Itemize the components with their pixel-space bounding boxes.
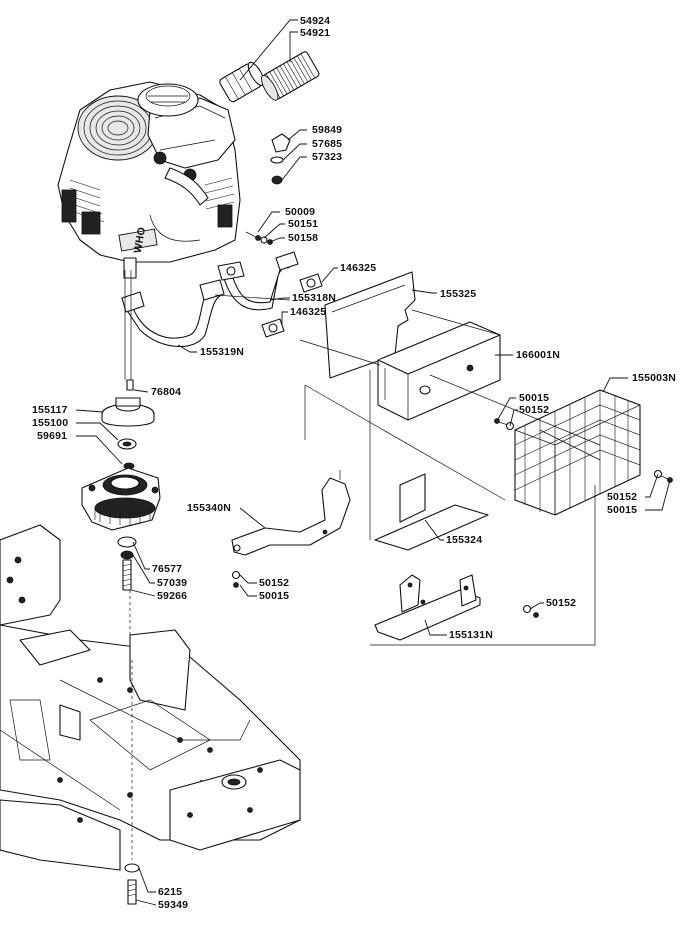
callout-59349: 59349	[158, 899, 188, 911]
callout-155117: 155117	[32, 404, 68, 416]
breather-fittings	[270, 133, 291, 185]
callout-54921: 54921	[300, 27, 330, 39]
callout-146325-lower: 146325	[290, 306, 326, 318]
callout-166001N: 166001N	[516, 349, 560, 361]
bottom-bolt-stack	[124, 863, 140, 905]
engine-assembly: WHO	[57, 81, 241, 279]
callout-155324: 155324	[446, 534, 482, 546]
callout-59849: 59849	[312, 124, 342, 136]
callout-54924: 54924	[300, 15, 330, 27]
air-filter-parts	[219, 51, 320, 103]
callout-155318N: 155318N	[292, 292, 336, 304]
callout-59691: 59691	[37, 430, 67, 442]
callout-155131N: 155131N	[449, 629, 493, 641]
exhaust-pipe-155318N	[217, 251, 299, 311]
engine-decal: WHO	[132, 226, 148, 254]
bracket-bolts-b	[522, 604, 539, 618]
callout-155340N: 155340N	[187, 502, 231, 514]
heat-shield-155325	[324, 271, 416, 379]
bracket-155340N	[231, 470, 351, 556]
callout-labels: 54924 54921 59849 57685 57323 50009 5015…	[32, 15, 676, 911]
callout-50158: 50158	[288, 232, 318, 244]
callout-146325-upper: 146325	[340, 262, 376, 274]
filter-element	[261, 51, 320, 101]
plate-155324	[374, 473, 489, 551]
callout-76804: 76804	[151, 386, 181, 398]
exhaust-pipe-155319N	[121, 279, 225, 347]
filter-sleeve	[219, 61, 265, 103]
callout-57039: 57039	[157, 577, 187, 589]
callout-6215: 6215	[158, 886, 182, 898]
callout-155003N: 155003N	[632, 372, 676, 384]
callout-50015-right: 50015	[607, 504, 637, 516]
bracket-bolts-a	[231, 570, 241, 588]
callout-50152-bracket: 50152	[259, 577, 289, 589]
callout-50152-right: 50152	[607, 491, 637, 503]
callout-155319N: 155319N	[200, 346, 244, 358]
callout-76577: 76577	[152, 563, 182, 575]
chassis-frame	[0, 524, 301, 871]
callout-50152-upper: 50152	[519, 404, 549, 416]
small-screws	[245, 231, 273, 245]
callout-50015-bracket: 50015	[259, 590, 289, 602]
callout-50152-lower: 50152	[546, 597, 576, 609]
callout-155325: 155325	[440, 288, 476, 300]
callout-57685: 57685	[312, 138, 342, 150]
leader-lines	[75, 19, 671, 906]
exhaust-gaskets	[261, 273, 323, 338]
muffler-166001N	[377, 321, 501, 421]
callout-50151: 50151	[288, 218, 318, 230]
callout-59266: 59266	[157, 590, 187, 602]
assembly-lines	[124, 270, 601, 860]
pulley-stack	[81, 379, 161, 591]
callout-155100: 155100	[32, 417, 68, 429]
callout-50009: 50009	[285, 206, 315, 218]
callout-50015-upper: 50015	[519, 392, 549, 404]
bracket-155131N	[374, 574, 481, 641]
callout-57323: 57323	[312, 151, 342, 163]
muffler-guard-155003N	[514, 389, 641, 516]
